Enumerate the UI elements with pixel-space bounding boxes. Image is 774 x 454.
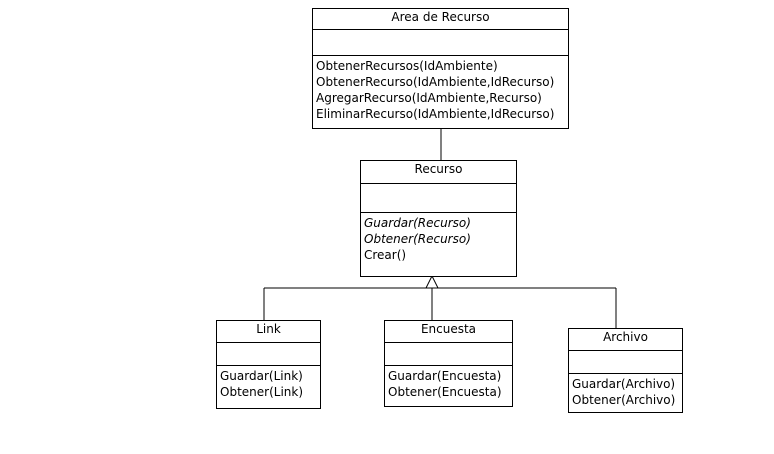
- class-name: Recurso: [361, 161, 516, 184]
- attributes-section: [569, 351, 682, 374]
- method: ObtenerRecurso(IdAmbiente,IdRecurso): [316, 75, 555, 89]
- method: Guardar(Archivo): [572, 377, 676, 391]
- attributes-section: [385, 343, 512, 366]
- method: Obtener(Link): [220, 385, 304, 399]
- class-name: Archivo: [569, 329, 682, 351]
- attributes-section: [361, 184, 516, 213]
- class-area-de-recurso: Area de Recurso ObtenerRecursos(IdAmbien…: [312, 8, 569, 129]
- methods-section: Guardar(Link) Obtener(Link): [217, 366, 320, 402]
- class-name: Link: [217, 321, 320, 343]
- methods-section: Guardar(Encuesta) Obtener(Encuesta): [385, 366, 512, 402]
- method: ObtenerRecursos(IdAmbiente): [316, 59, 498, 73]
- method: Crear(): [364, 248, 407, 262]
- method: Obtener(Encuesta): [388, 385, 502, 399]
- class-encuesta: Encuesta Guardar(Encuesta) Obtener(Encue…: [384, 320, 513, 407]
- methods-section: Guardar(Recurso) Obtener(Recurso) Crear(…: [361, 213, 516, 265]
- method: Guardar(Encuesta): [388, 369, 502, 383]
- methods-section: Guardar(Archivo) Obtener(Archivo): [569, 374, 682, 410]
- method: EliminarRecurso(IdAmbiente,IdRecurso): [316, 107, 555, 121]
- class-name: Area de Recurso: [313, 9, 568, 30]
- method: AgregarRecurso(IdAmbiente,Recurso): [316, 91, 542, 105]
- abstract-method: Obtener(Recurso): [364, 232, 471, 246]
- class-recurso: Recurso Guardar(Recurso) Obtener(Recurso…: [360, 160, 517, 277]
- class-link: Link Guardar(Link) Obtener(Link): [216, 320, 321, 409]
- attributes-section: [217, 343, 320, 366]
- generalization-arrowhead: [425, 274, 439, 289]
- attributes-section: [313, 30, 568, 56]
- methods-section: ObtenerRecursos(IdAmbiente) ObtenerRecur…: [313, 56, 568, 124]
- class-archivo: Archivo Guardar(Archivo) Obtener(Archivo…: [568, 328, 683, 413]
- class-name: Encuesta: [385, 321, 512, 343]
- method: Guardar(Link): [220, 369, 303, 383]
- abstract-method: Guardar(Recurso): [364, 216, 471, 230]
- method: Obtener(Archivo): [572, 393, 676, 407]
